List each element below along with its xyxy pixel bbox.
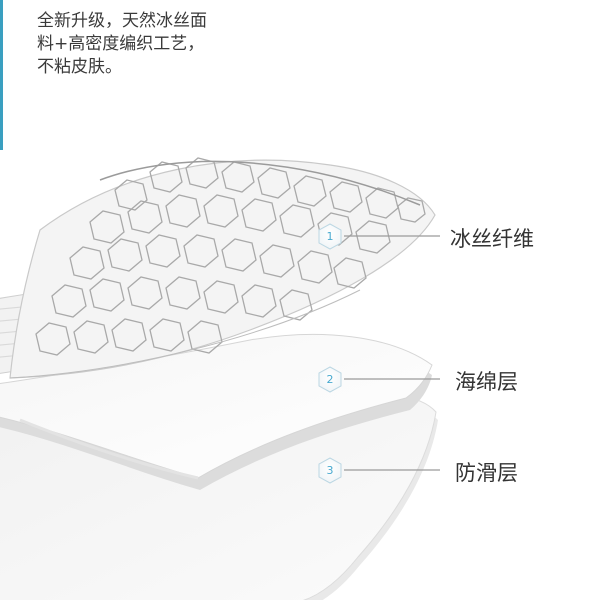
label-ice-silk-fiber: 冰丝纤维 — [450, 227, 534, 251]
intro-line-1: 全新升级，天然冰丝面 — [37, 11, 207, 31]
intro-line-2: 料+高密度编织工艺， — [37, 34, 205, 54]
badge-3-number: 3 — [327, 464, 334, 477]
accent-line — [0, 0, 3, 150]
callout-2: 2 — [318, 366, 440, 393]
badge-2-number: 2 — [327, 373, 334, 386]
callout-3: 3 — [318, 457, 440, 484]
badge-1-number: 1 — [327, 230, 334, 243]
intro-text: 全新升级，天然冰丝面 料+高密度编织工艺， 不粘皮肤。 — [37, 10, 297, 79]
callout-1: 1 — [318, 223, 440, 250]
label-sponge-layer: 海绵层 — [455, 370, 518, 394]
intro-line-3: 不粘皮肤。 — [37, 57, 122, 77]
ice-silk-mesh-layer — [0, 157, 436, 379]
label-antislip-layer: 防滑层 — [455, 461, 518, 485]
